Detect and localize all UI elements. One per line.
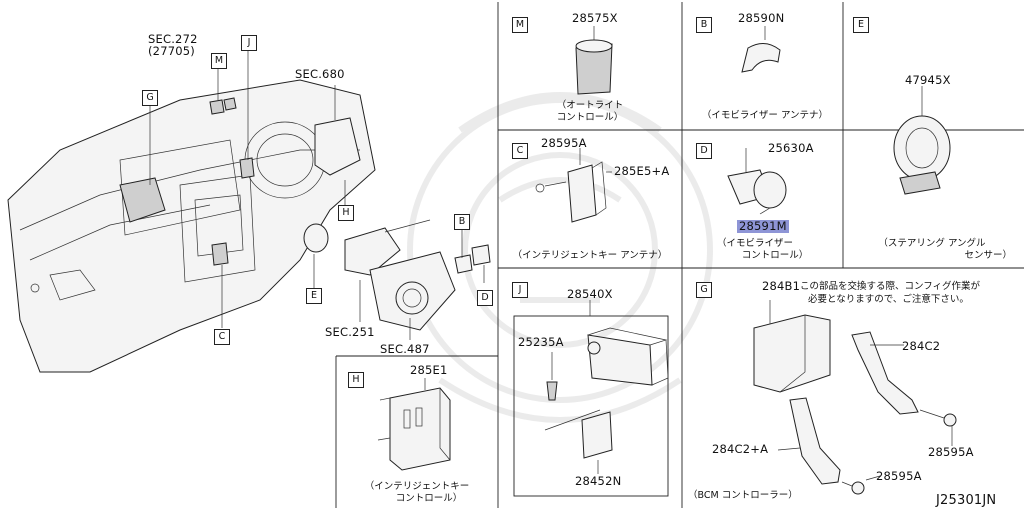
callout-d[interactable]: D — [477, 290, 493, 306]
panel-g-note-2: 必要となりますので、ご注意下さい。 — [808, 294, 969, 305]
watermark-emblem — [407, 92, 713, 423]
panel-m-part[interactable]: 28575X — [572, 11, 618, 25]
sec272-label: SEC.272 — [148, 32, 198, 46]
panel-m-caption-1: （オートライト — [556, 100, 624, 111]
panel-d-caption-1: （イモビライザー — [716, 238, 793, 249]
panel-h-caption-2: コントロール） — [395, 493, 463, 504]
sec251-label: SEC.251 — [325, 325, 375, 339]
panel-h-key: H — [348, 372, 364, 388]
panel-c-key: C — [512, 143, 528, 159]
panel-h-part[interactable]: 285E1 — [410, 363, 448, 377]
intelligent-key-antenna-drawing — [535, 148, 612, 223]
panel-g-part-5[interactable]: 28595A — [876, 469, 922, 483]
panel-g-part-1[interactable]: 284B1 — [762, 279, 801, 293]
panel-c-part-2[interactable]: 285E5+A — [614, 164, 670, 178]
sec680-label: SEC.680 — [295, 67, 345, 81]
panel-g-caption-1: （BCM コントローラー） — [688, 490, 798, 501]
steering-column — [303, 219, 491, 331]
panel-g-part-4[interactable]: 28595A — [928, 445, 974, 459]
panel-d-part-1[interactable]: 25630A — [768, 141, 814, 155]
callout-m[interactable]: M — [211, 53, 227, 69]
panel-j-part-2[interactable]: 25235A — [518, 335, 564, 349]
panel-b-caption-1: （イモビライザー アンテナ） — [701, 110, 829, 121]
callout-b[interactable]: B — [454, 214, 470, 230]
panel-c-caption-1: （インテリジェントキー アンテナ） — [512, 250, 668, 261]
panel-d-caption-2: コントロール） — [741, 250, 809, 261]
callout-j[interactable]: J — [241, 35, 257, 51]
panel-g-key: G — [696, 282, 712, 298]
panel-g-note-1: この部品を交換する際、コンフィグ作業が — [800, 281, 981, 292]
callout-h[interactable]: H — [338, 205, 354, 221]
panel-g-part-3[interactable]: 284C2+A — [712, 442, 769, 456]
panel-d-key: D — [696, 143, 712, 159]
diagram-id: J25301JN — [936, 493, 997, 508]
sec272-sub-label: (27705) — [148, 44, 195, 58]
callout-c[interactable]: C — [214, 329, 230, 345]
auto-light-sensor-drawing — [575, 26, 613, 95]
panel-h-caption-1: （インテリジェントキー — [364, 481, 470, 492]
callout-g[interactable]: G — [142, 90, 158, 106]
panel-b-key: B — [696, 17, 712, 33]
panel-e-part[interactable]: 47945X — [905, 73, 951, 87]
leader-lines — [149, 50, 485, 340]
callout-e[interactable]: E — [306, 288, 322, 304]
panel-m-caption-2: コントロール） — [556, 112, 624, 123]
panel-grid — [335, 2, 1024, 508]
panel-j-key: J — [512, 282, 528, 298]
panel-j-part-1[interactable]: 28540X — [567, 287, 613, 301]
intelligent-key-control-drawing — [377, 378, 451, 471]
panel-d-part-2-highlighted[interactable]: 28591M — [737, 219, 789, 233]
dashboard-assembly — [7, 79, 376, 373]
j-panel-frame — [513, 300, 669, 497]
panel-m-key: M — [512, 17, 528, 33]
panel-e-caption-1: （ステアリング アングル — [878, 238, 986, 249]
panel-g-part-2[interactable]: 284C2 — [902, 339, 941, 353]
steering-angle-sensor-drawing — [893, 86, 951, 195]
panel-c-part-1[interactable]: 28595A — [541, 136, 587, 150]
panel-j-part-3[interactable]: 28452N — [575, 474, 622, 488]
panel-e-key: E — [853, 17, 869, 33]
panel-e-caption-2: センサー） — [964, 250, 1012, 261]
immobilizer-control-drawing — [727, 148, 787, 215]
sec487-label: SEC.487 — [380, 342, 430, 356]
panel-b-part[interactable]: 28590N — [738, 11, 785, 25]
immobilizer-antenna-drawing — [741, 26, 781, 73]
bcm-drawing — [753, 300, 957, 495]
